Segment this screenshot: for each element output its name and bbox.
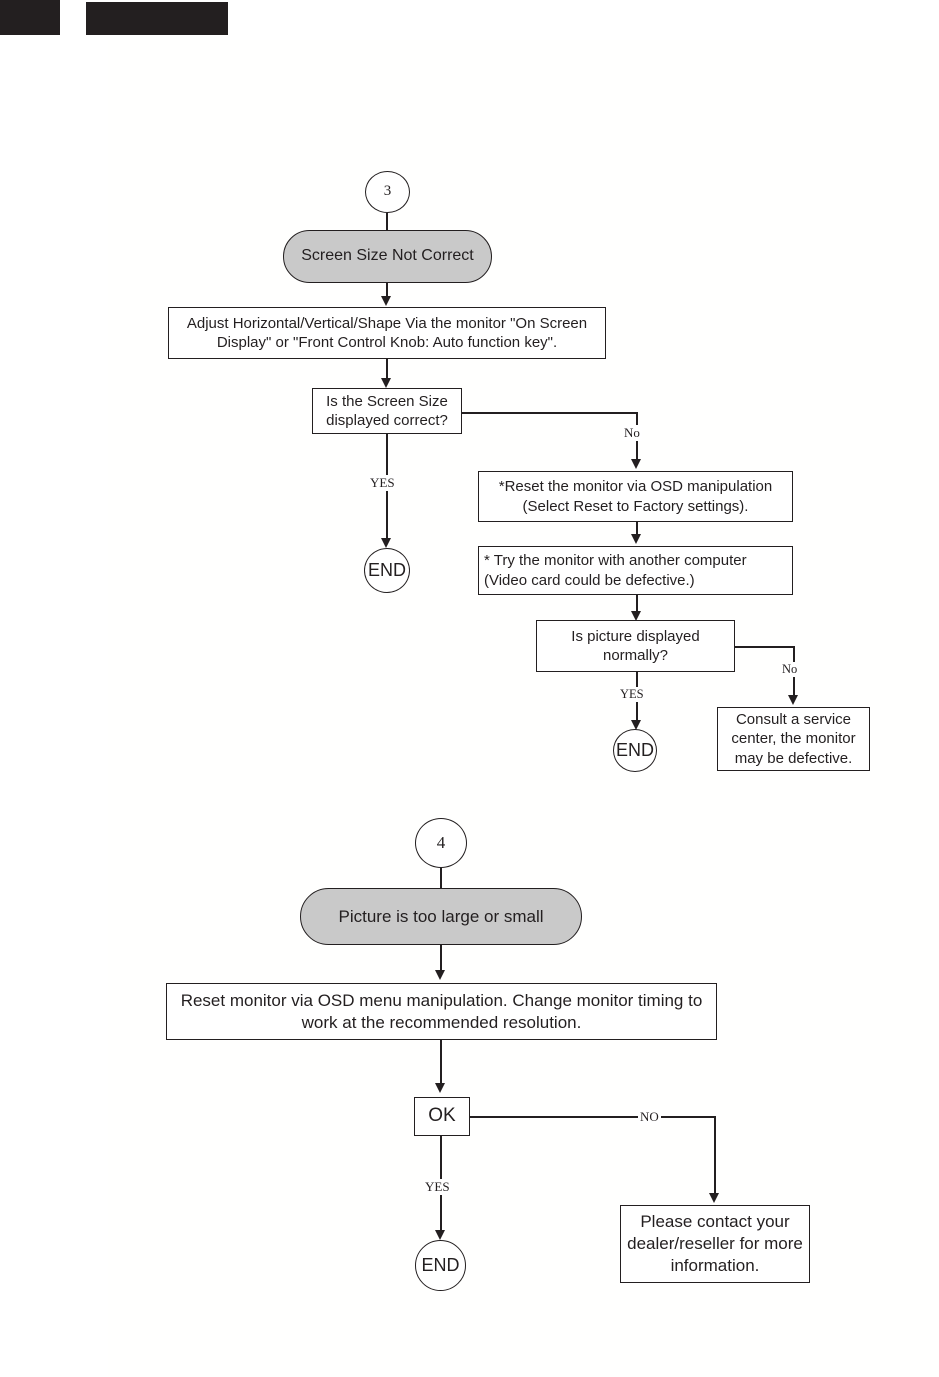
connector-title-to-adjust: [386, 283, 388, 298]
arrowhead-ok-yes: [435, 1230, 445, 1240]
arrowhead-decision1-yes: [381, 538, 391, 548]
flow4-label-no: NO: [638, 1109, 661, 1125]
arrowhead-decision2-no: [788, 695, 798, 705]
flow3-step-reset: *Reset the monitor via OSD manipulation …: [478, 471, 793, 522]
arrowhead-title4-to-reset: [435, 970, 445, 980]
arrowhead-reset-to-try: [631, 534, 641, 544]
arrowhead-title-to-adjust: [381, 296, 391, 306]
connector-title4-to-reset: [440, 945, 442, 971]
connector-try-to-decision2: [636, 595, 638, 615]
connector-reset-to-try: [636, 522, 638, 537]
arrowhead-decision2-yes: [631, 720, 641, 730]
flow4-start-marker: 4: [415, 818, 467, 868]
flow3-label-yes-2: YES: [618, 687, 646, 702]
flow3-consult-service: Consult a service center, the monitor ma…: [717, 707, 870, 771]
flow3-start-marker: 3: [365, 171, 410, 213]
flow4-contact-dealer: Please contact your dealer/reseller for …: [620, 1205, 810, 1283]
flow4-decision-ok: OK: [414, 1097, 470, 1136]
arrowhead-ok-no: [709, 1193, 719, 1203]
flow3-title-node: Screen Size Not Correct: [283, 230, 492, 283]
arrowhead-try-to-decision2: [631, 611, 641, 621]
flow3-step-adjust: Adjust Horizontal/Vertical/Shape Via the…: [168, 307, 606, 359]
flow3-decision-screen-size: Is the Screen Size displayed correct?: [312, 388, 462, 434]
flow4-title-node: Picture is too large or small: [300, 888, 582, 945]
connector-adjust-to-decision1: [386, 359, 388, 379]
arrowhead-decision1-no: [631, 459, 641, 469]
flow4-label-yes: YES: [423, 1179, 452, 1195]
flow4-end: END: [415, 1240, 466, 1291]
flow4-step-reset-timing: Reset monitor via OSD menu manipulation.…: [166, 983, 717, 1040]
arrowhead-reset-to-ok: [435, 1083, 445, 1093]
flow3-decision-picture-normal: Is picture displayed normally?: [536, 620, 735, 672]
connector-reset-to-ok: [440, 1040, 442, 1086]
redaction-bar-right: [86, 2, 228, 35]
connector-decision1-no-horizontal: [462, 412, 637, 414]
connector-3-to-title: [386, 213, 388, 231]
flow3-label-no-1: No: [622, 425, 642, 441]
flow3-label-no-2: No: [780, 662, 800, 677]
connector-decision2-no-horizontal: [735, 646, 794, 648]
arrowhead-adjust-to-decision1: [381, 378, 391, 388]
connector-ok-no-vertical: [714, 1116, 716, 1196]
flow3-end-2: END: [613, 729, 657, 772]
connector-ok-no-horizontal: [470, 1116, 716, 1118]
flow3-end-1: END: [364, 548, 410, 593]
redaction-bar-left: [0, 0, 60, 35]
connector-4-to-title: [440, 868, 442, 889]
flow3-label-yes-1: YES: [368, 475, 397, 491]
flow3-step-try-other-computer: * Try the monitor with another computer …: [478, 546, 793, 595]
